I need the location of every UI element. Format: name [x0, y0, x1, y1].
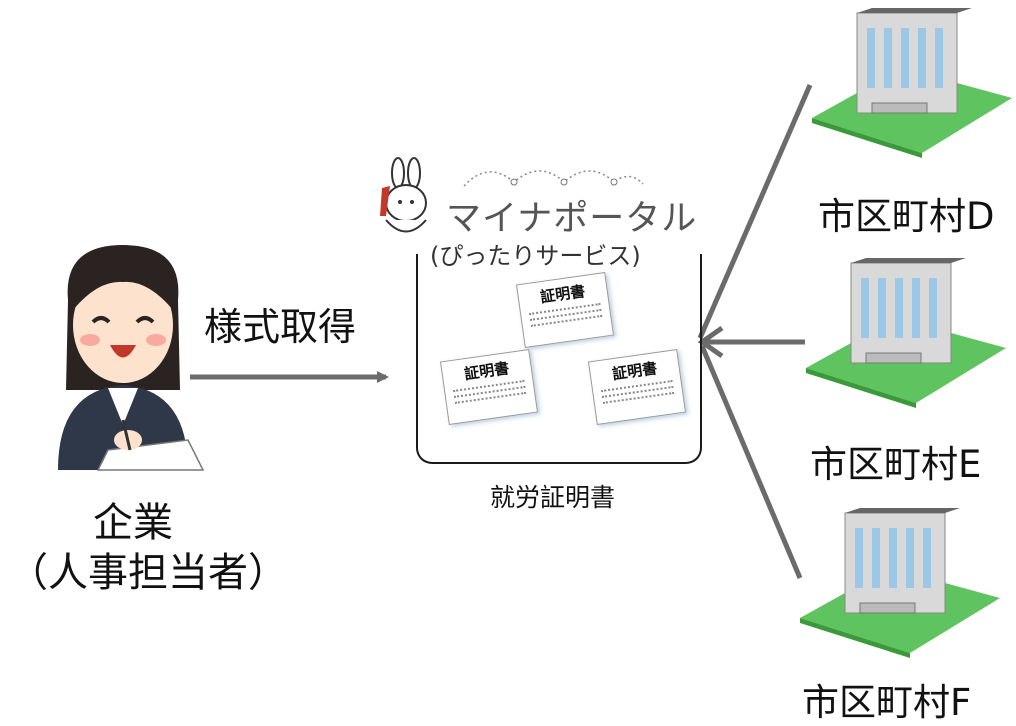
arrow-from-city-f: [699, 345, 803, 579]
portal-box: [416, 254, 702, 464]
mascot-icon: [380, 157, 427, 233]
building-icon-city-d: [812, 8, 1012, 158]
person-label: 企業 （人事担当者）: [8, 500, 288, 596]
arrow-label: 様式取得: [204, 305, 357, 349]
portal-title-decoration: [463, 170, 644, 187]
building-icon-city-f: [800, 508, 1000, 658]
person-label-line2: （人事担当者）: [8, 550, 288, 596]
document-card: 証明書: [587, 349, 687, 425]
building-icon-city-e: [806, 258, 1006, 408]
city-label-f: 市区町村F: [802, 681, 972, 724]
person-illustration: [58, 245, 205, 471]
document-card: 証明書: [439, 349, 539, 425]
document-card: 証明書: [515, 272, 615, 348]
box-caption: 就労証明書: [490, 483, 616, 512]
portal-title: マイナポータル: [446, 199, 698, 239]
city-label-e: 市区町村E: [810, 443, 982, 486]
person-label-line1: 企業: [93, 500, 173, 546]
portal-subtitle: (ぴったりサービス): [430, 242, 641, 270]
arrow-from-city-d: [697, 84, 813, 339]
city-label-d: 市区町村D: [818, 195, 995, 238]
arrowhead-merge: [697, 325, 724, 359]
